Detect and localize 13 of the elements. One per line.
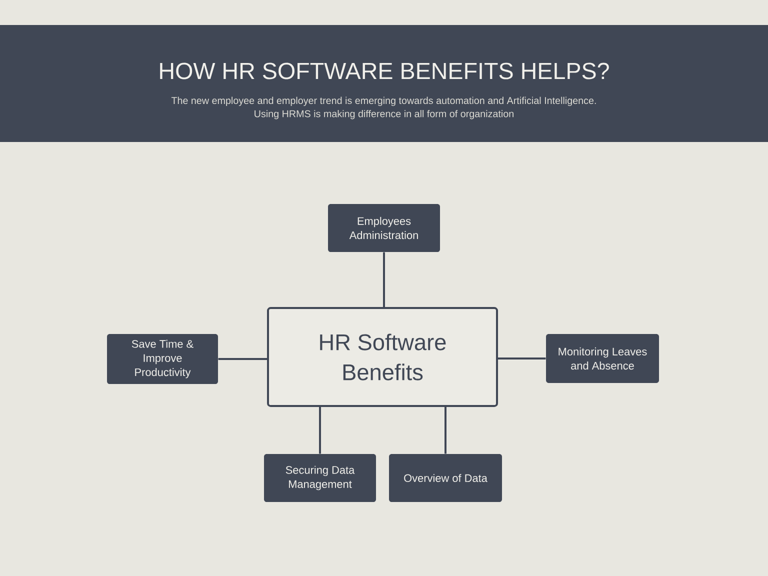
process-box: Monitoring Leaves and Absence [546, 334, 659, 383]
subtitle: The new employee and employer trend is emerging towards automation and Artificial Intelligence. Using HRMS is making difference in all form of organization [171, 96, 596, 120]
process-box: Employees Administration [328, 204, 440, 252]
title: HOW HR SOFTWARE BENEFITS HELPS? [160, 62, 609, 80]
connector-line [319, 407, 321, 454]
connector-line [218, 358, 267, 360]
process-box: Overview of Data [389, 454, 502, 502]
process-box: Save Time & Improve Productivity [107, 334, 218, 384]
process-box: Securing Data Management [264, 454, 376, 502]
connector-line [383, 252, 385, 307]
central-box: HR Software Benefits [267, 307, 498, 407]
connector-line [444, 407, 446, 454]
connector-line [498, 358, 546, 360]
